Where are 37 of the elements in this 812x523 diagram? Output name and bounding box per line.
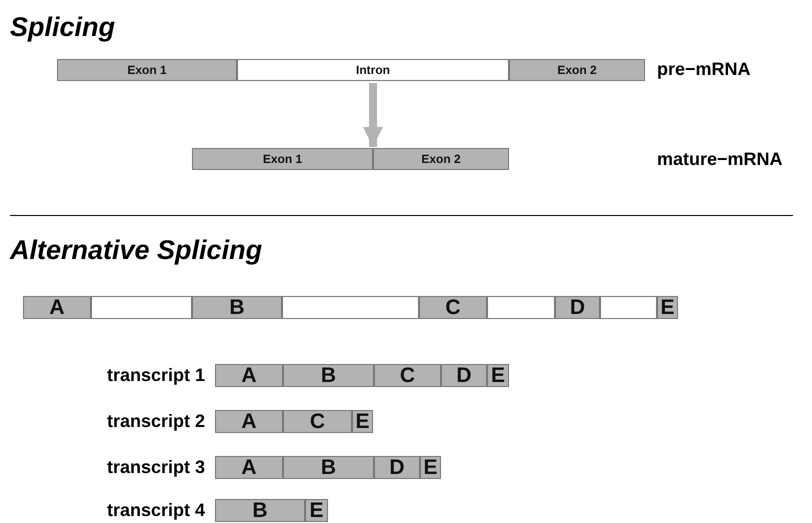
- transcript-label: transcript 4: [106, 499, 205, 522]
- molecule-label: mature−mRNA: [657, 148, 783, 171]
- exon-segment: A: [215, 364, 283, 387]
- exon-segment: C: [283, 410, 352, 433]
- transcript-label: transcript 3: [106, 456, 205, 479]
- exon-segment: Exon 1: [192, 148, 373, 170]
- molecule-label: pre−mRNA: [657, 58, 751, 81]
- arrow: [363, 83, 383, 147]
- intron-segment: [487, 296, 555, 319]
- intron-segment: [282, 296, 419, 319]
- exon-segment: Exon 2: [373, 148, 509, 170]
- exon-segment: E: [420, 456, 441, 479]
- exon-segment: A: [23, 296, 91, 319]
- exon-segment: Exon 1: [57, 59, 237, 81]
- exon-segment: Exon 2: [509, 59, 645, 81]
- exon-segment: C: [419, 296, 487, 319]
- exon-segment: E: [352, 410, 373, 433]
- exon-segment: B: [283, 364, 374, 387]
- exon-segment: E: [657, 296, 678, 319]
- title: Splicing: [10, 12, 116, 43]
- exon-segment: A: [215, 456, 283, 479]
- transcript-label: transcript 2: [106, 410, 205, 433]
- intron-segment: Intron: [237, 59, 509, 81]
- intron-segment: [600, 296, 657, 319]
- exon-segment: D: [555, 296, 600, 319]
- exon-segment: B: [215, 499, 305, 522]
- exon-segment: D: [374, 456, 420, 479]
- section-heading: Alternative Splicing: [10, 235, 262, 266]
- exon-segment: A: [215, 410, 283, 433]
- exon-segment: C: [374, 364, 441, 387]
- intron-segment: [91, 296, 192, 319]
- exon-segment: D: [441, 364, 487, 387]
- transcript-label: transcript 1: [106, 364, 205, 387]
- exon-segment: E: [487, 364, 509, 387]
- exon-segment: B: [192, 296, 282, 319]
- exon-segment: B: [283, 456, 374, 479]
- exon-segment: E: [305, 499, 328, 522]
